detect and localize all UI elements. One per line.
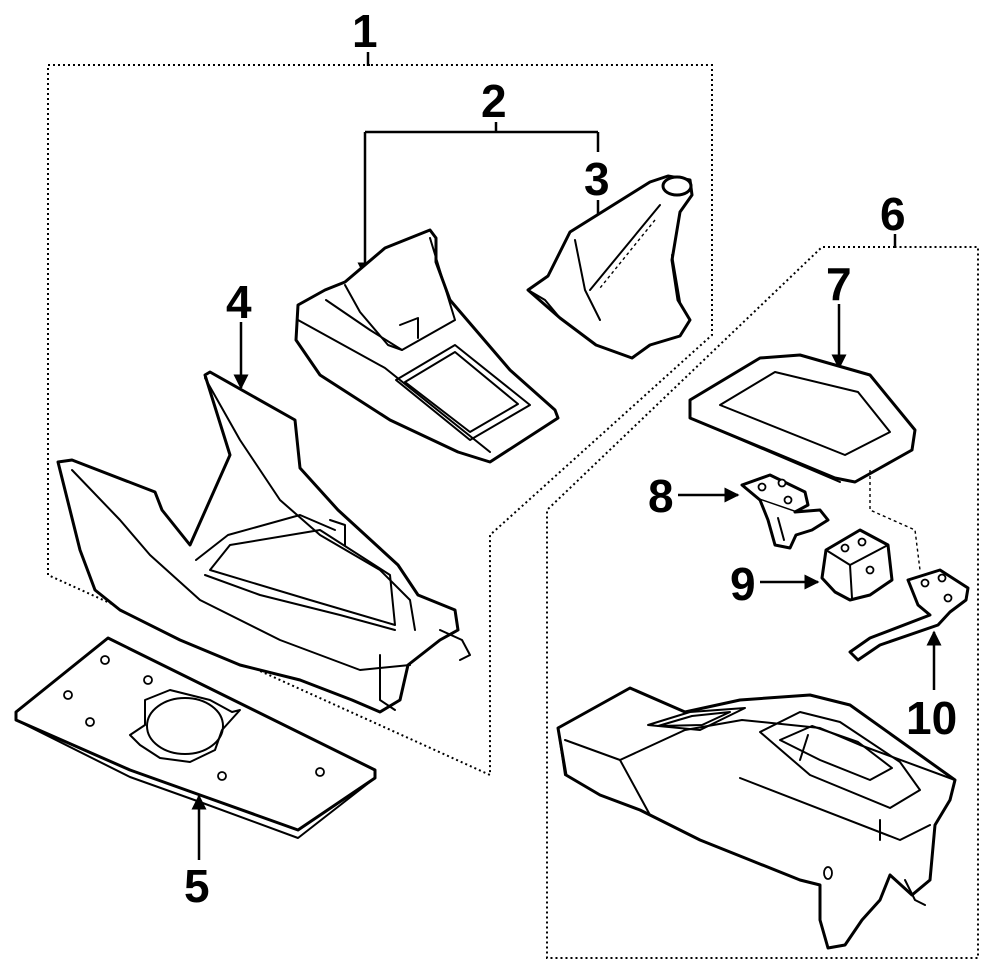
callout-2: 2 [481, 75, 507, 127]
callout-5: 5 [184, 860, 210, 912]
lid-hinge-part [740, 473, 830, 550]
assembly-frame-6 [546, 246, 979, 959]
callout-4: 4 [226, 276, 252, 328]
callout-10: 10 [906, 692, 957, 744]
lid-striker-part [848, 568, 970, 662]
callout-1: 1 [352, 5, 378, 57]
callout-9: 9 [730, 558, 756, 610]
callout-8: 8 [648, 470, 674, 522]
shift-boot-part [526, 174, 694, 360]
callout-7: 7 [826, 258, 852, 310]
lid-latch-part [820, 528, 894, 602]
callout-6: 6 [880, 188, 906, 240]
leader-2 [357, 122, 600, 278]
base-plate-part [14, 636, 377, 839]
callout-3: 3 [584, 153, 610, 205]
armrest-lid-part [688, 353, 921, 571]
assembly-frame-1 [47, 64, 713, 777]
main-console-part [56, 370, 471, 714]
rear-console-part [556, 686, 957, 950]
shifter-bezel-part [294, 228, 560, 464]
